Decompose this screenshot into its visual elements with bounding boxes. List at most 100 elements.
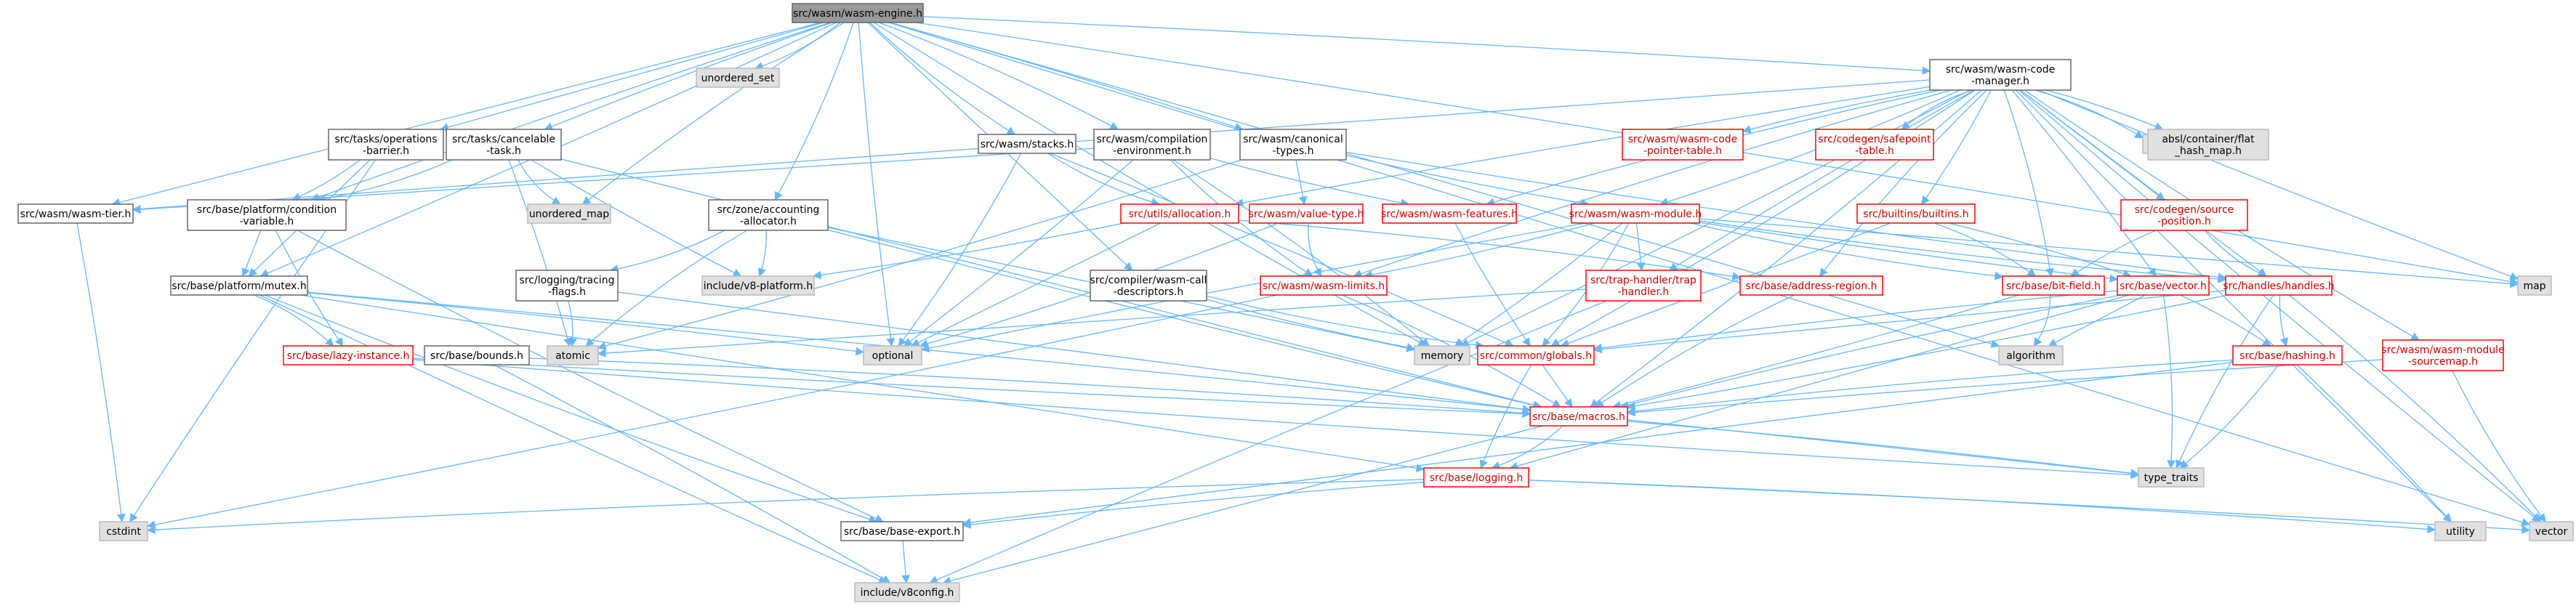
- node-box: [978, 134, 1076, 154]
- node-trap_handler[interactable]: src/trap-handler/trap-handler.h: [1585, 270, 1702, 302]
- edge-mutex-to-lazy_instance: [254, 294, 334, 347]
- edge-builtins-to-common_globals: [1560, 222, 1891, 347]
- edge-base_hashing-to-base_export: [962, 361, 2234, 527]
- edge-zone_accounting-to-base_macros: [827, 229, 1542, 410]
- edge-engine-to-unordered_map: [581, 22, 845, 205]
- node-wasm_features[interactable]: src/wasm/wasm-features.h: [1381, 203, 1518, 224]
- node-atomic: atomic: [547, 345, 599, 365]
- node-base_logging[interactable]: src/base/logging.h: [1423, 467, 1529, 488]
- node-label: src/base/hashing.h: [2239, 350, 2335, 362]
- node-box: [1090, 270, 1207, 302]
- edge-engine-to-memory: [873, 22, 1427, 347]
- edge-sourcemap-to-base_macros: [1626, 359, 2383, 417]
- edge-base_macros-to-v8config: [942, 425, 1543, 585]
- node-logging_tracing_flags[interactable]: src/logging/tracing-flags.h: [515, 270, 619, 302]
- edge-canonical_types-to-wasm_module: [1345, 155, 1590, 208]
- node-label: src/base/lazy-instance.h: [287, 350, 410, 362]
- node-label: atomic: [555, 350, 590, 362]
- edge-codemgr-to-trap_handler: [1668, 89, 1975, 271]
- edge-base_vector-to-common_globals: [1593, 290, 2118, 352]
- node-base_hashing[interactable]: src/base/hashing.h: [2232, 345, 2343, 365]
- node-zone_accounting[interactable]: src/zone/accounting-allocator.h: [708, 199, 829, 231]
- edge-codegen_source_position-to-handles: [2204, 230, 2267, 278]
- node-box: [1239, 129, 1347, 161]
- node-base_vector[interactable]: src/base/vector.h: [2117, 275, 2210, 296]
- node-box: [1585, 270, 1702, 302]
- edge-codemgr-to-builtins: [1921, 89, 1992, 205]
- node-base_bounds[interactable]: src/base/bounds.h: [424, 345, 530, 365]
- node-box: [1622, 129, 1744, 161]
- node-label: src/wasm/value-type.h: [1249, 209, 1364, 220]
- node-base_export[interactable]: src/base/base-export.h: [840, 521, 964, 541]
- node-utils_allocation[interactable]: src/utils/allocation.h: [1120, 203, 1239, 224]
- edge-codemgr-to-base_vector: [2011, 89, 2157, 277]
- edge-cancelable-to-atomic: [508, 159, 572, 347]
- node-builtins[interactable]: src/builtins/builtins.h: [1856, 203, 1976, 224]
- node-label: src/trap-handler/trap: [1590, 275, 1696, 286]
- edge-wasm_module-to-optional: [920, 222, 1587, 353]
- node-code_pointer_table[interactable]: src/wasm/wasm-code-pointer-table.h: [1622, 129, 1744, 161]
- node-bit_field[interactable]: src/base/bit-field.h: [2002, 275, 2105, 296]
- edge-handles-to-type_traits: [2175, 294, 2274, 469]
- node-compilation_env[interactable]: src/wasm/compilation-environment.h: [1093, 129, 1211, 161]
- edge-common_globals-to-base_logging: [1479, 364, 1532, 469]
- edge-cancelable-to-base_macros: [560, 158, 1542, 410]
- node-box: [701, 275, 815, 296]
- node-label: utility: [2446, 526, 2475, 538]
- node-wasm_limits[interactable]: src/wasm/wasm-limits.h: [1260, 275, 1388, 296]
- node-wasm_call_descriptors[interactable]: src/compiler/wasm-call-descriptors.h: [1090, 270, 1207, 302]
- node-safepoint_table[interactable]: src/codegen/safepoint-table.h: [1815, 129, 1934, 161]
- node-label: _hash_map.h: [2174, 145, 2242, 157]
- node-label: -environment.h: [1113, 145, 1191, 157]
- node-label: src/base/vector.h: [2120, 280, 2207, 292]
- node-common_globals[interactable]: src/common/globals.h: [1477, 345, 1595, 365]
- node-box: [515, 270, 619, 302]
- node-codemgr[interactable]: src/wasm/wasm-code-manager.h: [1929, 59, 2072, 91]
- node-label: cstdint: [106, 526, 141, 538]
- edge-codemgr-to-wasm_limits: [1353, 89, 1952, 278]
- node-label: src/wasm/wasm-code: [1628, 134, 1738, 145]
- node-lazy_instance[interactable]: src/base/lazy-instance.h: [283, 345, 414, 365]
- node-box: [2434, 521, 2487, 541]
- node-label: map: [2523, 280, 2545, 292]
- node-address_region[interactable]: src/base/address-region.h: [1739, 275, 1883, 296]
- node-memory: memory: [1414, 345, 1470, 365]
- node-box: [1423, 467, 1529, 488]
- node-label: -types.h: [1273, 145, 1314, 157]
- node-label: src/wasm/compilation: [1097, 134, 1208, 145]
- node-condition_variable[interactable]: src/base/platform/condition-variable.h: [187, 199, 347, 231]
- node-label: src/common/globals.h: [1480, 350, 1592, 362]
- node-box: [2517, 275, 2552, 296]
- node-sourcemap[interactable]: src/wasm/wasm-module-sourcemap.h: [2381, 339, 2505, 371]
- node-label: src/base/logging.h: [1430, 472, 1523, 484]
- node-engine[interactable]: src/wasm/wasm-engine.h: [792, 3, 924, 23]
- node-optional: optional: [863, 345, 922, 365]
- node-stacks[interactable]: src/wasm/stacks.h: [978, 134, 1076, 154]
- node-canonical_types[interactable]: src/wasm/canonical-types.h: [1239, 129, 1347, 161]
- node-ops_barrier[interactable]: src/tasks/operations-barrier.h: [328, 129, 444, 161]
- edge-condition_variable-to-mutex: [241, 230, 262, 278]
- node-cancelable[interactable]: src/tasks/cancelable-task.h: [446, 129, 562, 161]
- node-box: [2529, 521, 2574, 541]
- node-label: src/base/base-export.h: [844, 526, 960, 538]
- node-box: [1093, 129, 1211, 161]
- edge-handles-to-base_hashing: [2279, 294, 2288, 347]
- edge-engine-to-codemgr: [922, 16, 1931, 75]
- edge-engine-to-wasm_tier: [111, 22, 821, 207]
- node-base_macros[interactable]: src/base/macros.h: [1529, 406, 1628, 427]
- node-handles[interactable]: src/handles/handles.h: [2223, 275, 2335, 296]
- edge-engine-to-unordered_set: [754, 22, 841, 70]
- edge-trap_handler-to-v8config: [929, 300, 1607, 584]
- edge-base_macros-to-base_logging: [1491, 425, 1563, 470]
- node-box: [1571, 203, 1700, 224]
- node-box: [283, 345, 414, 365]
- node-codegen_source_position[interactable]: src/codegen/source-position.h: [2120, 199, 2248, 231]
- node-wasm_tier[interactable]: src/wasm/wasm-tier.h: [17, 203, 134, 224]
- node-wasm_module[interactable]: src/wasm/wasm-module.h: [1569, 203, 1702, 224]
- edge-utils_allocation-to-v8_platform: [813, 222, 1124, 280]
- node-mutex[interactable]: src/base/platform/mutex.h: [170, 275, 308, 296]
- node-label: src/compiler/wasm-call: [1090, 275, 1207, 286]
- node-value_type[interactable]: src/wasm/value-type.h: [1249, 203, 1364, 224]
- node-box: [1249, 203, 1364, 224]
- edge-value_type-to-wasm_limits: [1308, 222, 1322, 277]
